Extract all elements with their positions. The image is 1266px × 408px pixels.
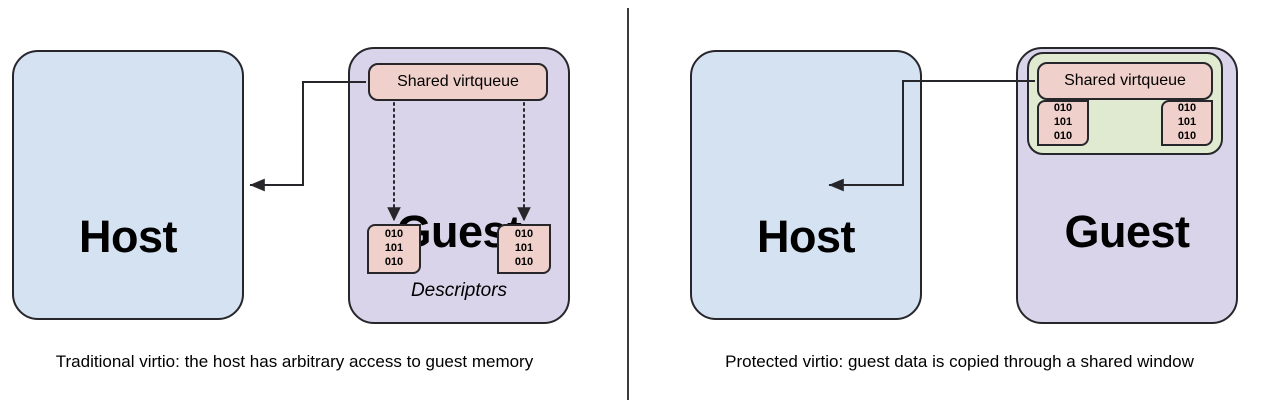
panel-traditional-virtio: Host Guest Shared virtqueue 010 101 010 … <box>12 47 570 371</box>
panel-divider <box>627 8 629 400</box>
descriptor-line-2: 101 <box>1177 116 1197 129</box>
descriptor-box-right: 010 101 010 <box>497 224 551 274</box>
descriptor-box-left: 010 101 010 <box>1037 100 1089 146</box>
descriptor-line-2: 101 <box>1053 116 1073 129</box>
descriptor-line-3: 010 <box>1053 129 1073 142</box>
descriptor-line-2: 101 <box>514 242 534 255</box>
descriptor-line-3: 010 <box>514 255 534 268</box>
host-label: Host <box>757 211 856 262</box>
panel-protected-virtio: Host Guest Shared virtqueue 010 101 010 … <box>633 0 1266 408</box>
shared-virtqueue-label: Shared virtqueue <box>397 73 519 90</box>
shared-virtqueue-protected: Shared virtqueue <box>1037 62 1213 100</box>
host-box-traditional: Host <box>12 50 244 320</box>
descriptor-line-2: 101 <box>384 242 404 255</box>
descriptor-box-left: 010 101 010 <box>367 224 421 274</box>
caption-protected: Protected virtio: guest data is copied t… <box>725 352 1194 371</box>
shared-virtqueue-traditional: Shared virtqueue <box>368 63 548 101</box>
host-box-protected: Host <box>690 50 922 320</box>
descriptor-line-1: 010 <box>384 228 404 241</box>
host-label: Host <box>79 211 178 262</box>
guest-label: Guest <box>1064 206 1190 257</box>
descriptor-line-1: 010 <box>514 228 534 241</box>
shared-virtqueue-label: Shared virtqueue <box>1064 72 1186 89</box>
descriptor-line-3: 010 <box>384 255 404 268</box>
caption-traditional: Traditional virtio: the host has arbitra… <box>55 352 534 371</box>
descriptor-line-3: 010 <box>1177 129 1197 142</box>
descriptors-caption: Descriptors <box>410 280 508 301</box>
descriptor-box-right: 010 101 010 <box>1161 100 1213 146</box>
descriptor-line-1: 010 <box>1177 102 1197 115</box>
descriptor-line-1: 010 <box>1053 102 1073 115</box>
